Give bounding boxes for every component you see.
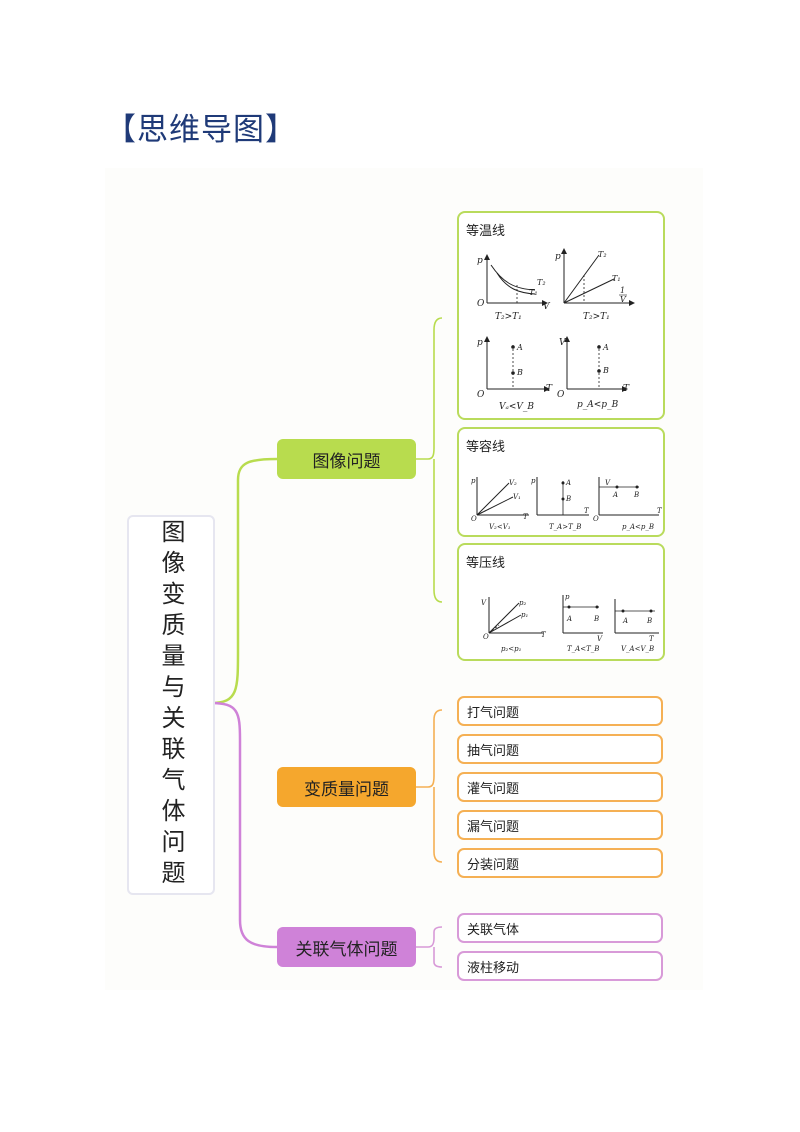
svg-text:T: T xyxy=(584,507,590,515)
svg-text:O: O xyxy=(557,390,565,400)
svg-text:B: B xyxy=(516,368,523,377)
isochoric-graphs: p O T V₂ V₁ V₂<V₁ p A B T T_A>T_B V A B … xyxy=(471,477,663,531)
branch-variable-mass: 变质量问题 xyxy=(277,767,416,807)
svg-text:p: p xyxy=(477,338,483,348)
svg-text:p₂: p₂ xyxy=(519,599,526,607)
svg-text:V: V xyxy=(481,599,487,607)
root-node: 图像变质量与关联气体问题 xyxy=(127,515,215,895)
svg-text:T: T xyxy=(623,384,630,394)
leaf-fill: 灌气问题 xyxy=(457,772,663,802)
iso-caption-2: T₂>T₁ xyxy=(583,312,610,322)
leaf-pump-out: 抽气问题 xyxy=(457,734,663,764)
isochoric-caption-2: T_A>T_B xyxy=(549,523,581,531)
root-label: 图像变质量与关联气体问题 xyxy=(157,519,185,891)
isochoric-caption-1: V₂<V₁ xyxy=(489,523,511,531)
svg-text:O: O xyxy=(483,633,489,641)
svg-text:T: T xyxy=(546,384,553,394)
svg-text:T₂: T₂ xyxy=(537,278,546,287)
svg-text:p: p xyxy=(477,256,483,266)
panel-isobaric: V O T p₂ p₁ p₂<p₁ p A B V T_A<T_B A B T … xyxy=(457,543,665,661)
svg-text:B: B xyxy=(565,495,571,503)
svg-text:A: A xyxy=(566,615,572,623)
leaf-liquid-column: 液柱移动 xyxy=(457,951,663,981)
svg-text:V: V xyxy=(543,302,551,312)
svg-text:T: T xyxy=(523,513,529,521)
svg-text:O: O xyxy=(477,390,485,400)
svg-text:p: p xyxy=(555,252,561,262)
svg-text:T₂: T₂ xyxy=(598,250,607,259)
svg-text:T: T xyxy=(541,631,547,639)
svg-text:A: A xyxy=(612,491,618,499)
svg-text:V: V xyxy=(620,295,627,304)
svg-text:p: p xyxy=(565,593,570,601)
isothermal-graphs: p O V T₂ T₁ T₂>T₁ p T₂ T₁ 1 V T₂>T₁ p O … xyxy=(477,248,635,412)
panel-isothermal-title: 等温线 xyxy=(466,224,506,239)
panel-isochoric-title: 等容线 xyxy=(466,440,506,455)
svg-text:O: O xyxy=(593,515,599,523)
iso-caption-3: Vₐ<V_B xyxy=(499,402,534,412)
svg-text:O: O xyxy=(477,299,485,309)
panel-isochoric: p O T V₂ V₁ V₂<V₁ p A B T T_A>T_B V A B … xyxy=(457,427,665,537)
leaf-leak: 漏气问题 xyxy=(457,810,663,840)
svg-text:V: V xyxy=(605,479,611,487)
svg-text:p₁: p₁ xyxy=(521,611,528,619)
leaf-split: 分装问题 xyxy=(457,848,663,878)
svg-text:p: p xyxy=(471,477,476,485)
svg-text:1: 1 xyxy=(620,286,625,295)
svg-text:T: T xyxy=(649,635,655,643)
svg-text:T₁: T₁ xyxy=(612,274,621,283)
panel-isobaric-title: 等压线 xyxy=(466,556,506,571)
leaf-pump-in: 打气问题 xyxy=(457,696,663,726)
svg-text:A: A xyxy=(622,617,628,625)
svg-text:A: A xyxy=(565,479,571,487)
svg-text:B: B xyxy=(593,615,599,623)
svg-text:T: T xyxy=(657,507,663,515)
iso-caption-1: T₂>T₁ xyxy=(495,312,522,322)
isobaric-caption-1: p₂<p₁ xyxy=(501,645,522,653)
svg-text:B: B xyxy=(602,366,609,375)
svg-text:O: O xyxy=(471,515,477,523)
leaf-related-gas: 关联气体 xyxy=(457,913,663,943)
svg-text:B: B xyxy=(646,617,652,625)
iso-caption-4: p_A<p_B xyxy=(577,400,619,410)
isobaric-caption-3: V_A<V_B xyxy=(621,645,654,653)
svg-text:T₁: T₁ xyxy=(529,288,538,297)
svg-text:B: B xyxy=(633,491,639,499)
svg-text:A: A xyxy=(516,343,523,352)
branch-related-gas: 关联气体问题 xyxy=(277,927,416,967)
svg-text:p: p xyxy=(531,477,536,485)
svg-text:V₂: V₂ xyxy=(509,479,517,487)
isobaric-graphs: V O T p₂ p₁ p₂<p₁ p A B V T_A<T_B A B T … xyxy=(481,593,659,653)
page-title: 【思维导图】 xyxy=(105,112,297,148)
svg-text:A: A xyxy=(602,343,609,352)
svg-text:V: V xyxy=(597,635,603,643)
isochoric-caption-3: p_A<p_B xyxy=(622,523,654,531)
panel-isothermal: p O V T₂ T₁ T₂>T₁ p T₂ T₁ 1 V T₂>T₁ p O … xyxy=(457,211,665,420)
branch-image-problems: 图像问题 xyxy=(277,439,416,479)
svg-text:V: V xyxy=(559,338,567,348)
isobaric-caption-2: T_A<T_B xyxy=(567,645,599,653)
svg-text:V₁: V₁ xyxy=(513,493,521,501)
